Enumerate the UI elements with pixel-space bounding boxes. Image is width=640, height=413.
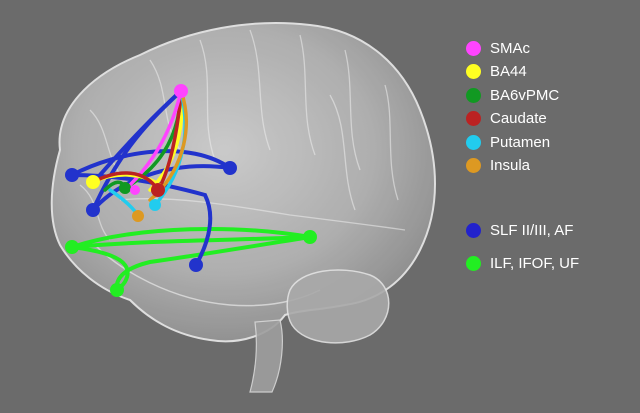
legend-item-putamen: Putamen [466,132,550,152]
legend-label: ILF, IFOF, UF [490,254,580,272]
tract-uf [114,235,312,292]
endpoint-temporal-posterior [303,230,317,244]
legend-item-slf: SLF II/III, AF [466,220,573,240]
cerebellum [286,269,390,344]
dorsal-stream-endpoints [65,161,237,272]
region-tracts [91,89,189,218]
tract-uf-hook [70,245,130,292]
ventral-stream-tracts [70,226,312,292]
legend-item-smac: SMAc [466,38,530,58]
tract-ifof [70,235,312,249]
legend-item-insula: Insula [466,155,530,175]
cyan-dot-icon [466,134,481,150]
legend-label: BA6vPMC [490,86,560,104]
endpoint-temporal-pole [110,283,124,297]
brain-stem [249,319,283,393]
legend-item-caudate: Caudate [466,108,547,128]
endpoint-frontal-inferior [86,203,100,217]
orange-dot-icon [466,157,481,173]
legend-item-ilf: ILF, IFOF, UF [466,253,579,273]
tract-slf-upper [70,149,232,177]
legend-label: Insula [490,156,531,174]
tract-caudate [156,89,183,192]
endpoint-caudate [151,183,165,197]
legend-label: SMAc [490,39,531,57]
legend-item-ba6vpmc: BA6vPMC [466,85,559,105]
tract-slf-smac [91,89,183,212]
tract-af [91,164,232,212]
yellow-dot-icon [466,63,481,79]
blue-dot-icon [466,222,481,238]
green-dot-icon [466,87,481,103]
legend-label: SLF II/III, AF [490,221,574,239]
red-dot-icon [466,110,481,126]
region-endpoints [86,84,188,222]
endpoint-ba6vpmc [119,182,131,194]
endpoint-frontal-anterior [65,168,79,182]
endpoint-ifg-anterior [65,240,79,254]
endpoint-insula [132,210,144,222]
legend-label: Caudate [490,109,547,127]
ventral-stream-endpoints [65,230,317,297]
endpoint-smac-lower [130,185,140,195]
legend-item-ba44: BA44 [466,61,527,81]
legend-label: BA44 [490,62,527,80]
endpoint-parietal [223,161,237,175]
brain-outline [50,22,436,393]
endpoint-putamen [149,199,161,211]
tract-ilf [70,226,312,249]
bright-green-dot-icon [466,255,481,271]
magenta-dot-icon [466,40,481,56]
endpoint-smac [174,84,188,98]
legend-label: Putamen [490,133,551,151]
endpoint-ba44 [86,175,100,189]
endpoint-temporal-middle [189,258,203,272]
